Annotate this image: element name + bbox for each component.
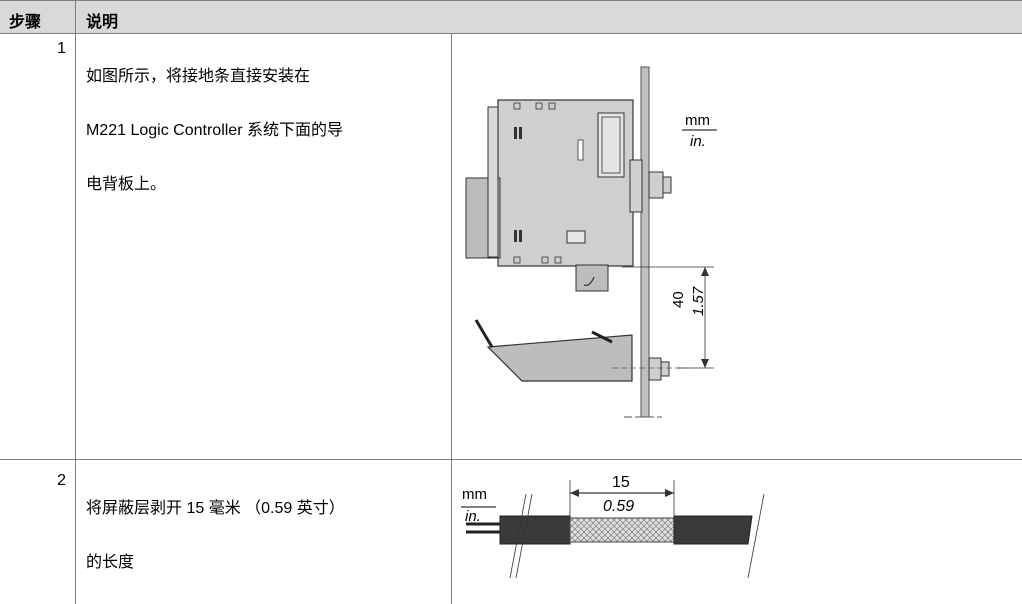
table-header: 步骤 说明 [0, 0, 1022, 34]
header-description: 说明 [86, 14, 119, 31]
step-number-2: 2 [57, 472, 66, 489]
step-description-1: 如图所示，将接地条直接安装在 M221 Logic Controller 系统下… [86, 36, 343, 225]
step-2-line-2: 的长度 [86, 554, 135, 571]
cable-jacket-right [673, 515, 753, 545]
row-divider [0, 459, 1022, 460]
figure-2-unit-mm: mm [462, 486, 487, 503]
exposed-shield [569, 517, 675, 543]
step-1-line-1: 如图所示，将接地条直接安装在 [86, 68, 311, 85]
step-1-line-3: 电背板上。 [86, 176, 167, 193]
figure-1-dim-mm: 40 [670, 291, 687, 308]
figure-2-unit-in: in. [465, 508, 481, 525]
column-divider-2 [451, 34, 452, 604]
figure-2-dim-in: 0.59 [603, 498, 635, 515]
header-step: 步骤 [9, 14, 42, 31]
step-1-line-2: M221 Logic Controller 系统下面的导 [86, 122, 343, 139]
figure-1-unit-mm: mm [685, 112, 710, 129]
figure-1-unit-in: in. [690, 133, 706, 150]
column-divider-1 [75, 0, 76, 604]
controller-module [465, 99, 643, 292]
grounding-bar-mounting-diagram [465, 66, 717, 418]
grounding-bar [474, 319, 690, 382]
backplate [640, 66, 650, 418]
step-number-1: 1 [57, 40, 66, 57]
step-description-2: 将屏蔽层剥开 15 毫米 （0.59 英寸） 的长度 [86, 468, 345, 603]
cable-jacket-left [499, 515, 571, 545]
cable-stripping-diagram [461, 480, 765, 579]
step-2-line-1: 将屏蔽层剥开 15 毫米 （0.59 英寸） [86, 500, 345, 517]
figure-2-dim-mm: 15 [612, 474, 630, 491]
figure-1-dim-in: 1.57 [690, 286, 707, 316]
